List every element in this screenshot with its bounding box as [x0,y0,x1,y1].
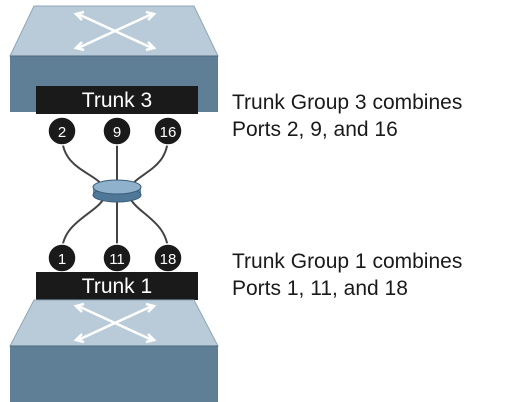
top-trunk-description: Trunk Group 3 combines Ports 2, 9, and 1… [232,91,462,141]
svg-text:Trunk Group 3 combines: Trunk Group 3 combines [232,91,462,114]
svg-text:Ports 2, 9, and 16: Ports 2, 9, and 16 [232,118,398,141]
svg-text:9: 9 [113,124,121,141]
switch-arrows-icon [73,10,157,52]
bottom-trunk-label: Trunk 1 [82,275,152,298]
top-port-9: 9 [102,116,132,146]
top-switch [9,5,219,112]
bottom-port-18: 18 [153,243,183,273]
top-port-2: 2 [47,116,77,146]
svg-text:11: 11 [109,251,125,268]
bottom-trunk-bar [36,272,198,300]
top-port-16: 16 [153,116,183,146]
bottom-port-11: 11 [102,243,132,273]
link-aggregation-icon [92,179,142,203]
bottom-port-1: 1 [47,243,77,273]
bottom-switch [9,299,219,402]
cable-bottom-right [129,197,169,253]
svg-text:Ports 1, 11, and 18: Ports 1, 11, and 18 [232,277,408,300]
svg-text:1: 1 [58,251,66,268]
svg-text:Trunk Group 1 combines: Trunk Group 1 combines [232,250,462,273]
switch-arrows-icon [73,302,157,344]
bottom-switch-front [10,346,218,402]
svg-text:16: 16 [160,124,177,141]
bottom-trunk-description: Trunk Group 1 combines Ports 1, 11, and … [232,250,462,300]
svg-text:2: 2 [58,124,66,141]
top-trunk-bar [36,86,198,114]
svg-text:18: 18 [160,251,177,268]
cable-bottom-left [61,197,105,253]
top-trunk-label: Trunk 3 [82,89,152,112]
